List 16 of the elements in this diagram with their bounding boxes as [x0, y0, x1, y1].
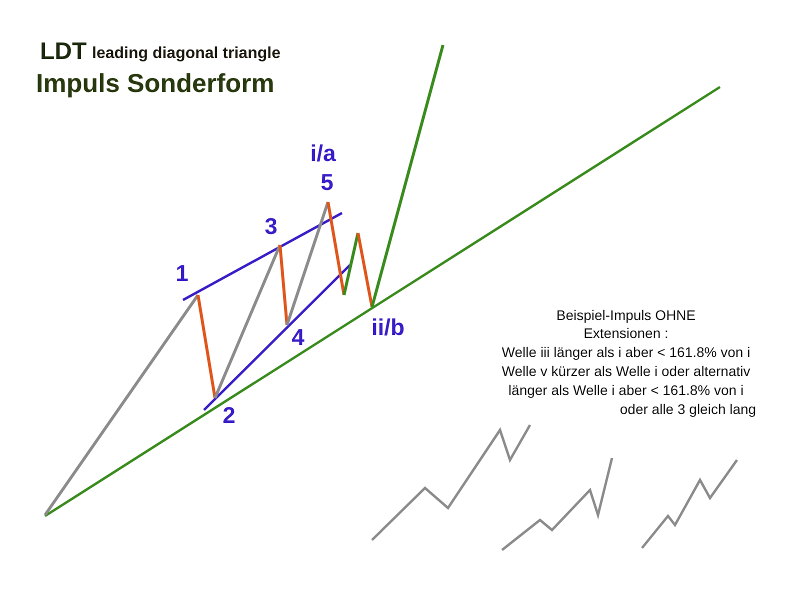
heading-text: Impuls Sonderform: [36, 70, 274, 96]
wave-label: 1: [176, 262, 188, 285]
wave-label: 3: [264, 215, 278, 238]
wave-label: i/a: [310, 142, 336, 165]
note-text: oder alle 3 gleich lang: [620, 402, 756, 416]
note-text: Extensionen :: [584, 326, 668, 340]
note-text: Welle iii länger als i aber < 161.8% von i: [502, 345, 750, 359]
note-text: länger als Welle i aber < 161.8% von i: [508, 383, 744, 397]
wave-label: 4: [292, 326, 304, 349]
wave-label: 5: [320, 171, 334, 194]
wave-label: 2: [222, 404, 236, 427]
note-text: Welle v kürzer als Welle i oder alternativ: [502, 364, 750, 378]
wave-label: ii/b: [371, 316, 405, 339]
subtitle-text: leading diagonal triangle: [92, 46, 280, 62]
title-text: LDT: [40, 40, 87, 64]
note-text: Beispiel-Impuls OHNE: [556, 308, 696, 322]
